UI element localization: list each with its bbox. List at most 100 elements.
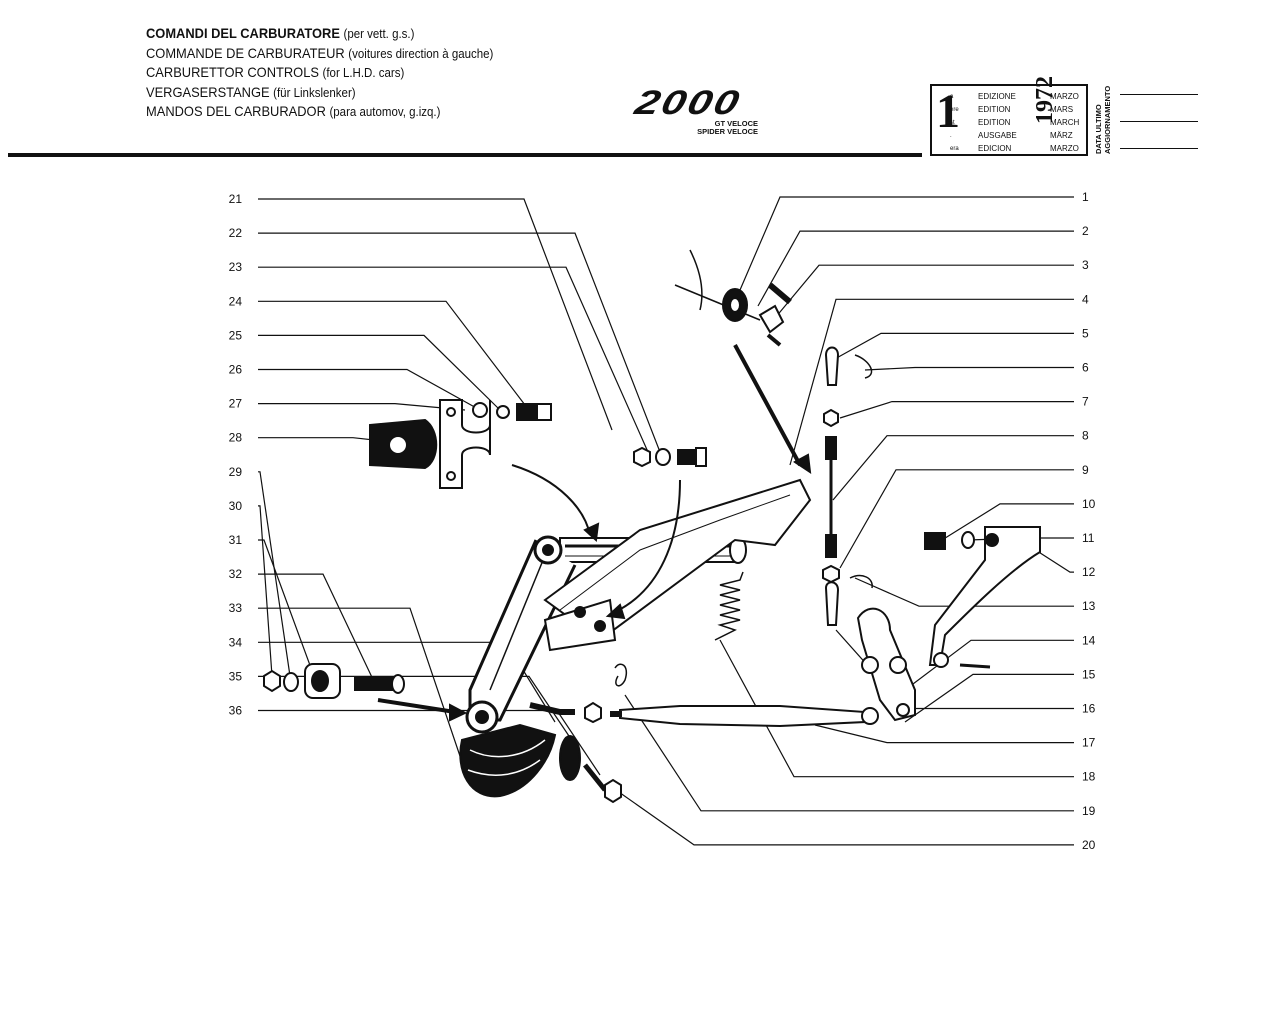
pivot-assembly [674,249,792,347]
edition-word: AUSGABE [978,131,1017,140]
callout-number: 8 [1082,429,1089,443]
leader-line [258,675,576,746]
leader-line [258,232,661,453]
leader-line [719,639,1074,778]
callout-number: 33 [229,601,243,615]
callout-number: 32 [229,567,243,581]
title-it: COMANDI DEL CARBURATORE (per vett. g.s.) [146,25,415,41]
parts-drawing [263,249,1041,804]
edition-suffix: ere [950,107,959,113]
callout-number: 11 [1082,531,1095,545]
leader-line [258,198,613,431]
edition-month: MARZO [1050,92,1079,101]
leader-line [839,401,1074,419]
callout-number: 29 [229,465,243,479]
callout-number: 36 [229,704,243,718]
callout-number: 1 [1082,190,1089,204]
edition-month: MARCH [1050,118,1080,127]
edition-word: EDITION [978,118,1011,127]
callout-number: 27 [229,397,243,411]
leader-line [904,639,1074,691]
callout-number: 16 [1082,702,1096,716]
leader-line [774,264,1074,319]
callout-number: 20 [1082,838,1096,852]
callout-number: 22 [229,226,243,240]
leader-line [615,789,1074,846]
leader-line [258,505,273,677]
callout-number: 4 [1082,292,1089,306]
assembly-arrows [377,344,812,722]
leader-line [941,503,1074,541]
leader-line [258,539,323,699]
callout-number: 19 [1082,804,1096,818]
leader-line [864,366,1074,371]
callout-number: 25 [229,328,243,342]
control-rod [529,663,879,728]
main-lever-arm [465,535,577,734]
leader-line [739,196,1074,291]
title-block: COMANDI DEL CARBURATORE (per vett. g.s.)… [146,24,524,122]
threaded-rod [822,346,873,626]
logo-line-2: SPIDER VELOCE [697,127,758,136]
leader-line [258,573,379,691]
leader-line [258,334,501,411]
edition-number: 1 [936,85,960,138]
title-es: MANDOS DEL CARBURADOR (para automov, g.i… [146,103,441,119]
update-line [1120,148,1198,149]
edition-month: MARS [1050,105,1074,114]
edition-month: MÄRZ [1050,131,1073,140]
return-spring [714,571,744,641]
left-small-parts [263,663,405,699]
header-rule [8,153,922,157]
callout-number: 23 [229,260,243,274]
callout-number: 26 [229,363,243,377]
callout-number: 3 [1082,258,1089,272]
leader-line [624,694,1074,812]
edition-suffix: era [950,146,959,152]
leader-line [904,673,1074,723]
update-line [1120,94,1198,95]
logo-line-1: GT VELOCE [714,119,758,128]
pedal-base [459,723,557,798]
callout-number: 17 [1082,736,1096,750]
bracket-arm [543,478,812,652]
callout-number: 28 [229,431,243,445]
leader-line [814,724,1074,744]
right-bracket [856,526,1041,722]
callout-number: 12 [1082,565,1096,579]
leader-line [832,332,1074,361]
callout-number: 35 [229,669,243,683]
title-fr: COMMANDE DE CARBURATEUR (voitures direct… [146,44,494,61]
callout-number: 30 [229,499,243,513]
title-de: VERGASERSTANGE (für Linkslenker) [146,83,356,100]
title-en: CARBURETTOR CONTROLS (for L.H.D. cars) [146,64,405,80]
update-line [1120,121,1198,122]
callout-number: 9 [1082,463,1089,477]
lower-bolt [559,735,622,804]
callout-number: 13 [1082,599,1096,613]
leader-line [258,368,481,411]
callout-number: 34 [229,635,243,649]
clamp-block [369,399,491,489]
callout-number: 24 [229,294,243,308]
callout-number: 2 [1082,224,1089,238]
leader-line [258,403,466,411]
callout-number: 31 [229,533,243,547]
callout-number: 10 [1082,497,1096,511]
leader-line [839,469,1074,569]
callout-number: 21 [229,192,243,206]
bolt-washers-top [472,402,552,421]
leader-line [757,230,1074,307]
model-logo: 2000 GT VELOCE SPIDER VELOCE [631,84,760,136]
edition-suffix: . [950,133,952,139]
callout-number: 15 [1082,667,1096,681]
edition-month: MARZO [1050,144,1079,153]
leader-line [258,300,526,406]
nuts-bolt-top [633,446,707,468]
callout-number: 5 [1082,326,1089,340]
leader-line [854,577,1074,607]
callout-number: 18 [1082,770,1096,784]
callout-number: 6 [1082,361,1089,375]
leader-line [789,298,1074,466]
